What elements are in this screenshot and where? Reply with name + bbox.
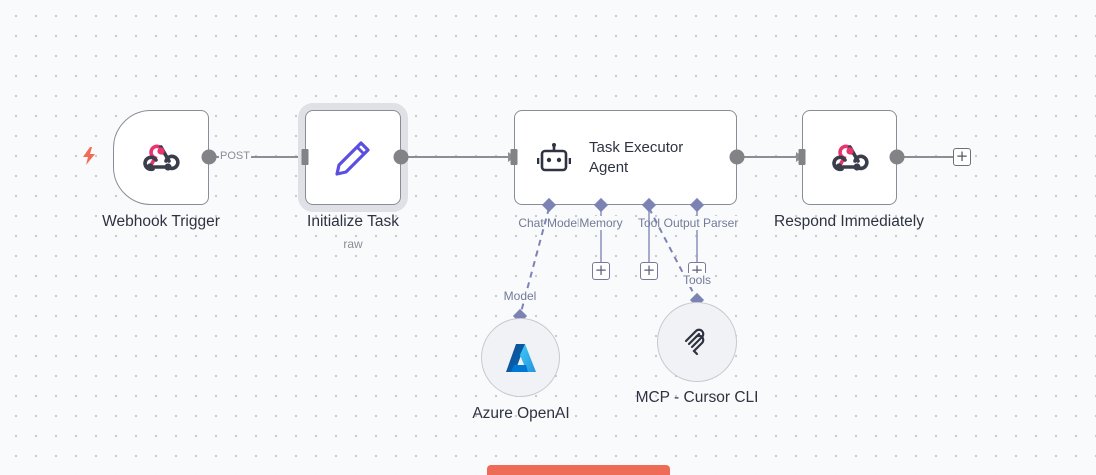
task-executor-agent-node[interactable]: Task Executor Agent (514, 110, 737, 205)
agent-title: Task Executor Agent (589, 138, 684, 176)
initialize-task-output-port[interactable] (393, 149, 409, 165)
add-memory-button[interactable]: + (592, 262, 610, 280)
initialize-task-node[interactable] (305, 110, 401, 205)
chat-model-port-label: Chat Model (518, 216, 580, 230)
model-port-label: Model (502, 289, 538, 303)
initialize-task-label: Initialize Task (307, 213, 399, 230)
tool-port-label: Tool (637, 216, 661, 230)
webhook-trigger-label: Webhook Trigger (102, 213, 220, 230)
initialize-task-input-port[interactable] (301, 149, 309, 165)
mcp-icon (684, 328, 705, 356)
trigger-bolt-icon (83, 147, 95, 165)
respond-input-port[interactable] (798, 149, 806, 165)
azure-openai-node[interactable] (481, 318, 560, 397)
tools-port-label: Tools (681, 273, 713, 287)
mcp-cursor-cli-label: MCP - Cursor CLI (635, 389, 759, 406)
memory-port-label: Memory (578, 216, 624, 230)
webhook-icon (143, 144, 180, 171)
pencil-icon (335, 140, 370, 176)
output-parser-port-label: Output Parser (662, 216, 740, 230)
edge-label-post: POST (219, 150, 251, 162)
respond-immediately-node[interactable] (802, 110, 897, 205)
add-tool-button[interactable]: + (640, 262, 658, 280)
respond-output-port[interactable] (889, 149, 905, 165)
respond-immediately-label: Respond Immediately (774, 213, 924, 230)
bottom-action-button[interactable] (487, 465, 670, 475)
robot-icon (537, 142, 571, 171)
webhook-trigger-node[interactable] (113, 110, 209, 205)
initialize-task-sublabel: raw (343, 237, 363, 251)
agent-output-port[interactable] (729, 149, 745, 165)
agent-input-port[interactable] (510, 149, 518, 165)
azure-openai-label: Azure OpenAI (472, 405, 570, 422)
webhook-trigger-output-port[interactable] (201, 149, 217, 165)
add-next-node-button[interactable]: + (953, 148, 971, 166)
azure-logo (505, 343, 536, 372)
webhook-icon (831, 144, 869, 171)
mcp-cursor-cli-node[interactable] (657, 302, 737, 382)
